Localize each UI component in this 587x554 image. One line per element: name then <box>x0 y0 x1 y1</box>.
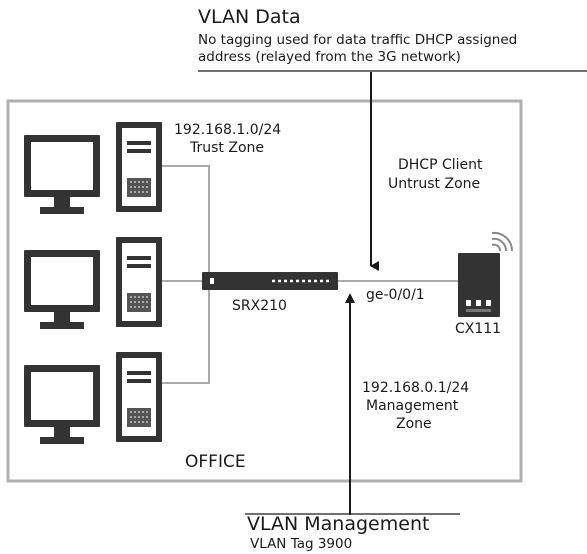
port-label: ge-0/0/1 <box>366 287 425 303</box>
office-boundary <box>6 99 523 483</box>
vlan-data-title: VLAN Data <box>198 6 301 28</box>
vlan-data-desc-line1: No tagging used for data traffic DHCP as… <box>198 32 518 48</box>
office-label: OFFICE <box>185 452 246 472</box>
cx111-device <box>458 253 500 317</box>
vlan-management-tag: VLAN Tag 3900 <box>250 536 353 552</box>
vlan-data-desc-line2: address (relayed from the 3G network) <box>198 49 461 65</box>
management-zone-label: Zone <box>396 416 432 432</box>
vlan-management-title: VLAN Management <box>247 513 430 535</box>
untrust-zone-label: Untrust Zone <box>388 176 481 192</box>
workstation-3 <box>24 351 163 444</box>
wireless-signal-icon <box>491 231 514 252</box>
management-subnet-label: 192.168.0.1/24 <box>362 380 470 396</box>
cx111-label: CX111 <box>455 321 502 337</box>
workstation-2 <box>24 236 163 329</box>
vlan-management-arrow <box>345 293 355 515</box>
srx210-label: SRX210 <box>232 298 287 314</box>
workstation-1 <box>24 121 163 214</box>
srx210-device <box>202 272 338 290</box>
dhcp-client-label: DHCP Client <box>398 157 483 173</box>
trust-zone-label: Trust Zone <box>190 140 264 156</box>
trust-subnet-label: 192.168.1.0/24 <box>174 122 282 138</box>
management-label: Management <box>366 398 459 414</box>
